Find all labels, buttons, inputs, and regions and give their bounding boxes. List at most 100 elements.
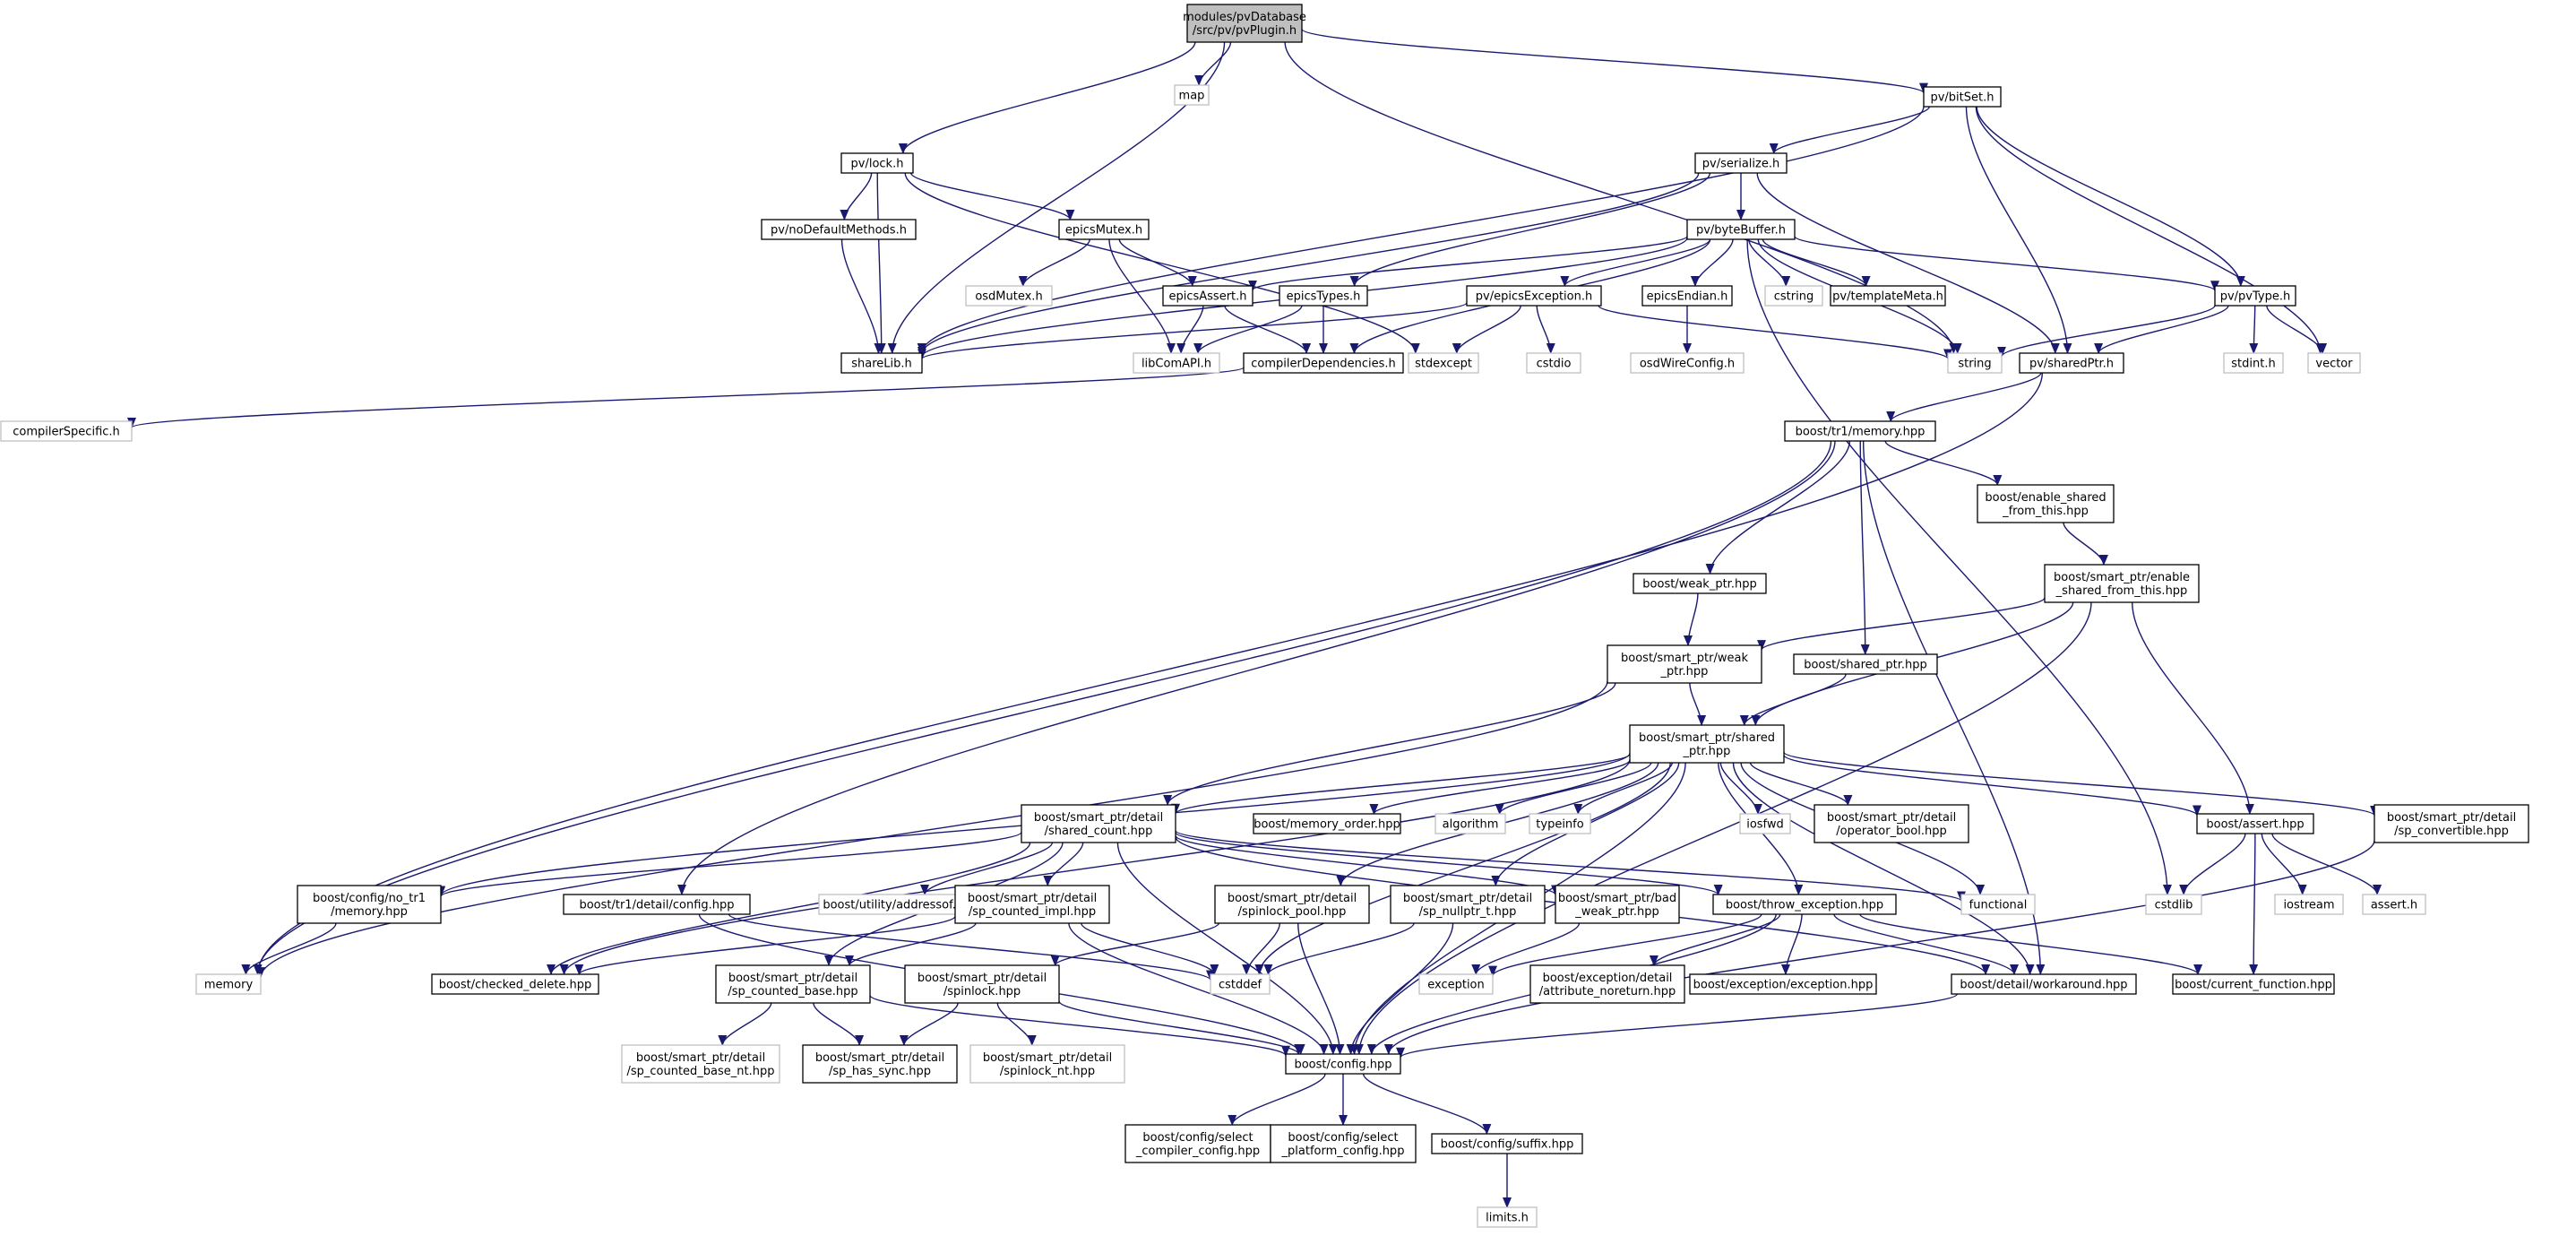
node-lock[interactable]: pv/lock.h (840, 152, 914, 174)
node-label: pv/lock.h (851, 158, 904, 171)
node-pvType[interactable]: pv/pvType.h (2214, 285, 2296, 307)
node-currentFunction[interactable]: boost/current_function.hpp (2172, 973, 2335, 995)
node-assertHpp[interactable]: boost/assert.hpp (2196, 813, 2314, 834)
node-box (1712, 894, 1897, 915)
node-label: boost/config.hpp (1294, 1059, 1391, 1072)
edge-assertHpp-to-cstdlib (2179, 833, 2246, 895)
node-label: /attribute_noreturn.hpp (1539, 985, 1676, 998)
node-label: libComAPI.h (1142, 358, 1211, 371)
edge-workaround-to-configHpp (1396, 993, 1959, 1059)
edge-spEnableShared-to-spWeakPtr (1757, 597, 2046, 652)
edge-pvType-to-vector (2266, 305, 2328, 354)
node-label: boost/config/select (1288, 1131, 1398, 1145)
node-spCountedImpl[interactable]: boost/smart_ptr/detail/sp_counted_impl.h… (954, 885, 1110, 924)
node-badWeakPtr[interactable]: boost/smart_ptr/bad_weak_ptr.hpp (1555, 885, 1680, 924)
node-box (1694, 152, 1788, 174)
edge-line (904, 172, 1420, 354)
node-enableShared[interactable]: boost/enable_shared_from_this.hpp (1977, 484, 2115, 523)
node-label: /spinlock.hpp (943, 985, 1021, 998)
node-workaround[interactable]: boost/detail/workaround.hpp (1951, 973, 2137, 995)
node-selectCompiler[interactable]: boost/config/select_compiler_config.hpp (1124, 1124, 1271, 1163)
node-sharedPtrHpp[interactable]: boost/shared_ptr.hpp (1793, 653, 1938, 675)
node-epicsEndian[interactable]: epicsEndian.h (1641, 285, 1733, 307)
node-label: boost/smart_ptr/detail (1228, 892, 1357, 905)
node-suffix[interactable]: boost/config/suffix.hpp (1431, 1133, 1583, 1154)
edge-byteBuffer-to-epicsEndian (1690, 238, 1734, 287)
node-spHasSync[interactable]: boost/smart_ptr/detail/sp_has_sync.hpp (802, 1044, 958, 1084)
edge-line (1783, 754, 2201, 817)
node-spinlock[interactable]: boost/smart_ptr/detail/spinlock.hpp (904, 964, 1060, 1004)
edge-line (2249, 305, 2259, 354)
node-label: boost/smart_ptr/detail (2387, 811, 2516, 825)
node-sharedCount[interactable]: boost/smart_ptr/detail/shared_count.hpp (1021, 804, 1176, 843)
node-box (2019, 352, 2124, 374)
edge-line (813, 1002, 865, 1046)
node-epicsException[interactable]: pv/epicsException.h (1466, 285, 1602, 307)
node-shareLib[interactable]: shareLib.h (840, 352, 923, 374)
edge-line (1242, 922, 1281, 975)
edge-spSharedPtr-to-checkedDelete (559, 759, 1631, 975)
node-throwException[interactable]: boost/throw_exception.hpp (1712, 894, 1897, 915)
node-noTr1Memory[interactable]: boost/config/no_tr1/memory.hpp (297, 885, 442, 924)
node-spCountedBase[interactable]: boost/smart_ptr/detail/sp_counted_base.h… (715, 964, 871, 1004)
node-bitSet[interactable]: pv/bitSet.h (1923, 86, 2002, 108)
node-spConvertible[interactable]: boost/smart_ptr/detail/sp_convertible.hp… (2374, 804, 2529, 843)
node-tr1memory[interactable]: boost/tr1/memory.hpp (1784, 420, 1936, 442)
node-spWeakPtr[interactable]: boost/smart_ptr/weak_ptr.hpp (1607, 644, 1762, 684)
edge-line (899, 41, 1196, 154)
edge-bitSet-to-pvType (1976, 106, 2245, 287)
node-compilerDependencies[interactable]: compilerDependencies.h (1243, 352, 1404, 374)
edge-line (1263, 922, 1415, 975)
node-box (1977, 484, 2115, 523)
edge-noDefaultMethods-to-shareLib (840, 238, 883, 354)
node-checkedDelete[interactable]: boost/checked_delete.hpp (431, 973, 599, 995)
node-box (1186, 4, 1303, 43)
node-box (1960, 894, 2036, 915)
edge-line (1254, 762, 1671, 975)
node-noDefaultMethods[interactable]: pv/noDefaultMethods.h (761, 219, 917, 240)
node-selectPlatform[interactable]: boost/config/select_platform_config.hpp (1270, 1124, 1417, 1163)
node-box (1529, 813, 1591, 834)
node-box (1630, 352, 1745, 374)
node-serialize[interactable]: pv/serialize.h (1694, 152, 1788, 174)
node-exceptionHpp[interactable]: boost/exception/exception.hpp (1689, 973, 1877, 995)
node-weakPtrHpp[interactable]: boost/weak_ptr.hpp (1633, 573, 1767, 594)
node-box (1434, 813, 1506, 834)
node-pvPlugin[interactable]: modules/pvDatabase/src/pv/pvPlugin.h (1183, 4, 1306, 43)
node-epicsTypes[interactable]: epicsTypes.h (1279, 285, 1368, 307)
node-box (2223, 352, 2284, 374)
node-attrNoreturn[interactable]: boost/exception/detail/attribute_noretur… (1529, 964, 1685, 1004)
edge-pvPlugin-to-map (1194, 41, 1232, 86)
node-label: epicsMutex.h (1065, 224, 1142, 238)
edge-line (887, 41, 1226, 354)
edge-line (1748, 238, 1791, 287)
edge-spWeakPtr-to-spSharedPtr (1689, 682, 1707, 726)
node-spEnableShared[interactable]: boost/smart_ptr/enable_shared_from_this.… (2044, 564, 2200, 603)
edge-assertHpp-to-currentFunction (2249, 833, 2259, 975)
edge-spEnableShared-to-configHpp (1354, 601, 2092, 1055)
node-box (297, 885, 442, 924)
node-templateMeta[interactable]: pv/templateMeta.h (1830, 285, 1946, 307)
edge-line (840, 238, 883, 354)
node-spNullptr[interactable]: boost/smart_ptr/detail/sp_nullptr_t.hpp (1390, 885, 1546, 924)
node-label: boost/config/suffix.hpp (1441, 1138, 1574, 1152)
node-epicsAssert[interactable]: epicsAssert.h (1162, 285, 1254, 307)
node-tr1DetailConfig[interactable]: boost/tr1/detail/config.hpp (563, 894, 751, 915)
edge-line (1495, 762, 1652, 815)
edge-spNullptr-to-cstddef (1263, 922, 1415, 975)
node-spSharedPtr[interactable]: boost/smart_ptr/shared_ptr.hpp (1629, 724, 1785, 764)
node-byteBuffer[interactable]: pv/byteBuffer.h (1686, 219, 1796, 240)
node-spinlockPool[interactable]: boost/smart_ptr/detail/spinlock_pool.hpp (1214, 885, 1370, 924)
node-sharedPtr[interactable]: pv/sharedPtr.h (2019, 352, 2124, 374)
node-label: boost/smart_ptr/detail (918, 972, 1047, 985)
node-box (1739, 813, 1791, 834)
node-epicsMutex[interactable]: epicsMutex.h (1058, 219, 1150, 240)
node-label: epicsAssert.h (1168, 290, 1246, 304)
node-label: pv/noDefaultMethods.h (771, 224, 907, 238)
node-label: _shared_from_this.hpp (2055, 584, 2188, 598)
node-operatorBool[interactable]: boost/smart_ptr/detail/operator_bool.hpp (1814, 804, 1969, 843)
node-configHpp[interactable]: boost/config.hpp (1285, 1053, 1401, 1075)
node-label: boost/weak_ptr.hpp (1642, 578, 1756, 592)
node-memoryOrder[interactable]: boost/memory_order.hpp (1253, 813, 1401, 834)
